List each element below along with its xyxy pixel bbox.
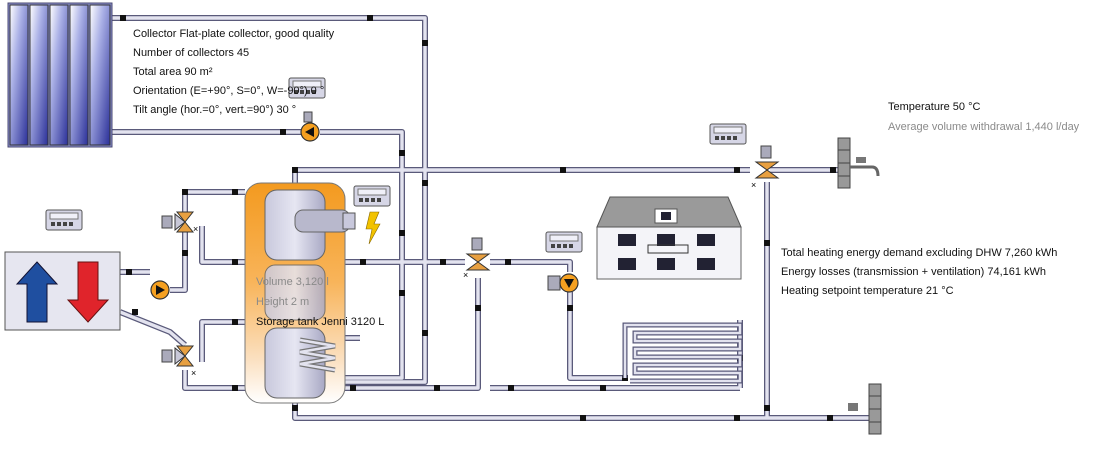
- controller-collector[interactable]: [288, 77, 326, 99]
- mixing-valve-upper-icon[interactable]: ×: [161, 211, 198, 234]
- heating-pump-icon[interactable]: [547, 273, 579, 293]
- controller-dhw[interactable]: [709, 123, 747, 145]
- pipe-network: [112, 15, 870, 421]
- cold-water-inlet-icon[interactable]: [848, 383, 882, 435]
- mixing-valve-lower-icon[interactable]: ×: [161, 345, 196, 378]
- mixing-valve-heating-icon[interactable]: ×: [463, 237, 491, 280]
- hot-water-tap-icon[interactable]: [837, 137, 880, 189]
- building-icon[interactable]: [596, 196, 742, 280]
- controller-heating[interactable]: [545, 231, 583, 253]
- tank-name-label: Storage tank Jenni 3120 L: [256, 316, 385, 328]
- collector-info: Collector Flat-plate collector, good qua…: [133, 25, 334, 120]
- electric-heater-icon: [365, 211, 381, 245]
- svg-text:×: ×: [463, 270, 468, 280]
- svg-text:×: ×: [191, 368, 196, 378]
- tank-height-label: Height 2 m: [256, 296, 310, 308]
- building-demand-label: Total heating energy demand excluding DH…: [781, 247, 1058, 259]
- svg-text:×: ×: [751, 180, 756, 190]
- collector-area-label: Total area 90 m²: [133, 66, 213, 78]
- building-setpoint-label: Heating setpoint temperature 21 °C: [781, 285, 954, 297]
- controller-boiler[interactable]: [45, 209, 83, 231]
- collector-count-label: Number of collectors 45: [133, 47, 250, 59]
- collector-tilt-label: Tilt angle (hor.=0°, vert.=90°) 30 °: [133, 104, 297, 116]
- floor-heating-coil[interactable]: [622, 322, 743, 384]
- dhw-temperature-label: Temperature 50 °C: [888, 101, 981, 113]
- controller-tank[interactable]: [353, 185, 391, 207]
- svg-text:×: ×: [193, 224, 198, 234]
- dhw-withdrawal-label: Average volume withdrawal 1,440 l/day: [888, 121, 1080, 133]
- collector-type-label: Collector Flat-plate collector, good qua…: [133, 28, 335, 40]
- building-losses-label: Energy losses (transmission + ventilatio…: [781, 266, 1047, 278]
- mixing-valve-dhw-icon[interactable]: ×: [751, 145, 780, 190]
- tank-volume-label: Volume 3,120 l: [256, 276, 329, 288]
- collector-orientation-label: Orientation (E=+90°, S=0°, W=-90°) 0 °: [133, 85, 325, 97]
- solar-collector[interactable]: [7, 2, 113, 148]
- boiler-pump-icon[interactable]: [150, 280, 170, 300]
- building-info: Total heating energy demand excluding DH…: [781, 244, 1057, 301]
- storage-tank[interactable]: [244, 182, 356, 404]
- heat-source-unit[interactable]: [4, 251, 121, 331]
- collector-pump-icon[interactable]: [300, 111, 320, 142]
